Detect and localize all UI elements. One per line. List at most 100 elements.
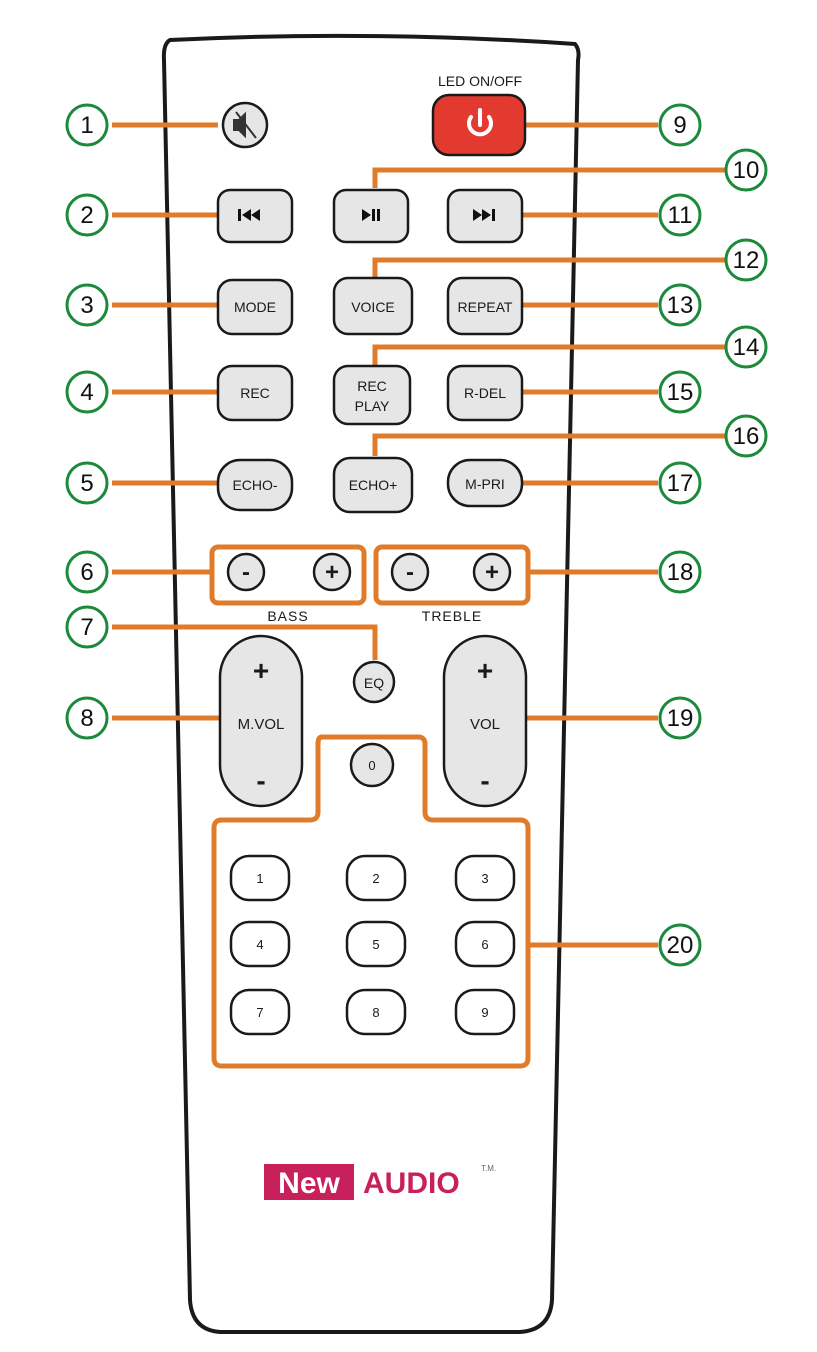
callout-16: 16	[724, 414, 768, 458]
brand-audio: AUDIO	[363, 1167, 460, 1200]
callout-7: 7	[65, 605, 109, 649]
svg-text:M-PRI: M-PRI	[465, 476, 505, 492]
svg-text:16: 16	[733, 423, 760, 450]
power-button[interactable]	[431, 93, 527, 157]
callout-markers: 1 2 3 4 5 6 7 8 9 10 11 12 13 14 15 16 1…	[65, 103, 768, 967]
digit-8-button[interactable]: 8	[345, 988, 407, 1036]
callout-10: 10	[724, 148, 768, 192]
svg-text:19: 19	[667, 705, 694, 732]
svg-text:R-DEL: R-DEL	[464, 385, 506, 401]
digit-1-button[interactable]: 1	[229, 854, 291, 902]
mode-button[interactable]: MODE	[216, 278, 294, 336]
callout-17: 17	[658, 461, 702, 505]
treble-label: TREBLE	[422, 608, 482, 624]
callout-11: 11	[658, 193, 702, 237]
svg-text:20: 20	[667, 932, 694, 959]
volume-down: -	[480, 765, 489, 796]
svg-text:7: 7	[80, 614, 93, 641]
echo-plus-button[interactable]: ECHO+	[332, 456, 414, 514]
svg-text:+: +	[485, 559, 499, 586]
svg-text:8: 8	[80, 705, 93, 732]
callout-15: 15	[658, 370, 702, 414]
callout-5: 5	[65, 461, 109, 505]
svg-text:15: 15	[667, 379, 694, 406]
svg-text:3: 3	[481, 871, 488, 886]
svg-text:7: 7	[256, 1005, 263, 1020]
digit-7-button[interactable]: 7	[229, 988, 291, 1036]
svg-text:REPEAT: REPEAT	[458, 299, 513, 315]
digit-6-button[interactable]: 6	[454, 920, 516, 968]
callout-9: 9	[658, 103, 702, 147]
master-volume-up: +	[253, 655, 269, 686]
callout-12: 12	[724, 238, 768, 282]
volume-rocker[interactable]: + VOL -	[442, 634, 528, 808]
svg-text:1: 1	[256, 871, 263, 886]
rec-play-button[interactable]: REC PLAY	[332, 364, 412, 426]
callout-4: 4	[65, 370, 109, 414]
svg-text:PLAY: PLAY	[355, 398, 390, 414]
master-volume-down: -	[256, 765, 265, 796]
treble-minus-button[interactable]: -	[390, 552, 430, 592]
callout-20: 20	[658, 923, 702, 967]
svg-text:6: 6	[80, 559, 93, 586]
mute-button[interactable]	[221, 101, 269, 149]
svg-text:ECHO+: ECHO+	[349, 477, 398, 493]
leader-lines	[112, 122, 726, 1069]
voice-button[interactable]: VOICE	[332, 276, 414, 336]
digit-4-button[interactable]: 4	[229, 920, 291, 968]
svg-text:9: 9	[673, 112, 686, 139]
svg-text:11: 11	[668, 202, 693, 229]
svg-text:14: 14	[733, 334, 760, 361]
svg-text:6: 6	[481, 937, 488, 952]
svg-text:EQ: EQ	[364, 675, 384, 691]
eq-button[interactable]: EQ	[352, 660, 396, 704]
svg-text:5: 5	[372, 937, 379, 952]
previous-track-button[interactable]	[216, 188, 294, 244]
svg-text:12: 12	[733, 247, 760, 274]
digit-5-button[interactable]: 5	[345, 920, 407, 968]
svg-text:0: 0	[368, 758, 375, 773]
svg-text:2: 2	[80, 202, 93, 229]
callout-14: 14	[724, 325, 768, 369]
play-pause-button[interactable]	[332, 188, 410, 244]
master-volume-rocker[interactable]: + M.VOL -	[218, 634, 304, 808]
led-label: LED ON/OFF	[438, 73, 522, 89]
digit-2-button[interactable]: 2	[345, 854, 407, 902]
repeat-button[interactable]: REPEAT	[446, 276, 524, 336]
previous-track-icon	[238, 209, 260, 221]
callout-3: 3	[65, 283, 109, 327]
treble-plus-button[interactable]: +	[472, 552, 512, 592]
svg-text:5: 5	[80, 470, 93, 497]
callout-18: 18	[658, 550, 702, 594]
next-track-icon	[473, 209, 495, 221]
power-icon	[467, 108, 493, 137]
callout-13: 13	[658, 283, 702, 327]
brand-logo: New AUDIO T.M.	[264, 1164, 496, 1200]
bass-minus-button[interactable]: -	[226, 552, 266, 592]
digit-3-button[interactable]: 3	[454, 854, 516, 902]
volume-label: VOL	[470, 716, 500, 733]
bass-label: BASS	[267, 608, 308, 624]
number-pad: 1 2 3 4 5 6 7 8 9	[229, 854, 516, 1036]
callout-6: 6	[65, 550, 109, 594]
svg-text:4: 4	[80, 379, 93, 406]
svg-text:8: 8	[372, 1005, 379, 1020]
m-pri-button[interactable]: M-PRI	[446, 458, 524, 508]
echo-minus-button[interactable]: ECHO-	[216, 458, 294, 512]
svg-text:+: +	[325, 559, 339, 586]
digit-0-button[interactable]: 0	[349, 742, 395, 788]
digit-9-button[interactable]: 9	[454, 988, 516, 1036]
play-pause-icon	[362, 209, 380, 221]
next-track-button[interactable]	[446, 188, 524, 244]
svg-text:MODE: MODE	[234, 299, 276, 315]
svg-text:17: 17	[667, 470, 694, 497]
svg-text:VOICE: VOICE	[351, 299, 395, 315]
svg-text:2: 2	[372, 871, 379, 886]
bass-plus-button[interactable]: +	[312, 552, 352, 592]
master-volume-label: M.VOL	[238, 716, 285, 733]
mute-icon	[233, 111, 257, 139]
r-del-button[interactable]: R-DEL	[446, 364, 524, 422]
rec-button[interactable]: REC	[216, 364, 294, 422]
brand-trademark: T.M.	[481, 1164, 496, 1173]
